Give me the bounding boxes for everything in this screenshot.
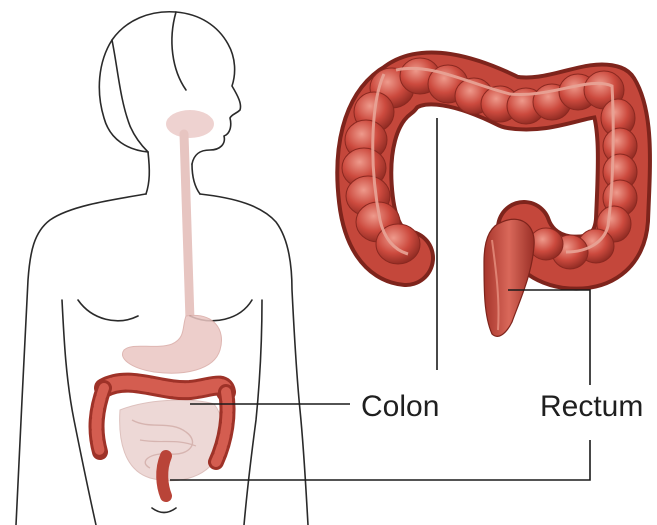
mouth-region (166, 110, 214, 138)
stomach (122, 315, 221, 373)
rectum-leader-lower (170, 440, 590, 480)
rectum-leader-upper (508, 290, 590, 385)
rectum-label: Rectum (540, 390, 643, 423)
large-colon (342, 58, 637, 336)
chest-left (78, 300, 138, 321)
neck-left (146, 152, 149, 194)
small-intestine (120, 400, 223, 481)
arm-inner-right (244, 300, 262, 525)
hair-detail (112, 40, 148, 152)
colon-label: Colon (361, 390, 439, 423)
navel (152, 508, 176, 513)
body-rectum (162, 456, 166, 496)
rectum (484, 219, 534, 336)
hair-detail-2 (172, 12, 186, 90)
digestive-tract (120, 110, 223, 481)
esophagus (184, 134, 190, 320)
torso-right (200, 194, 308, 525)
neck-right (192, 164, 200, 194)
